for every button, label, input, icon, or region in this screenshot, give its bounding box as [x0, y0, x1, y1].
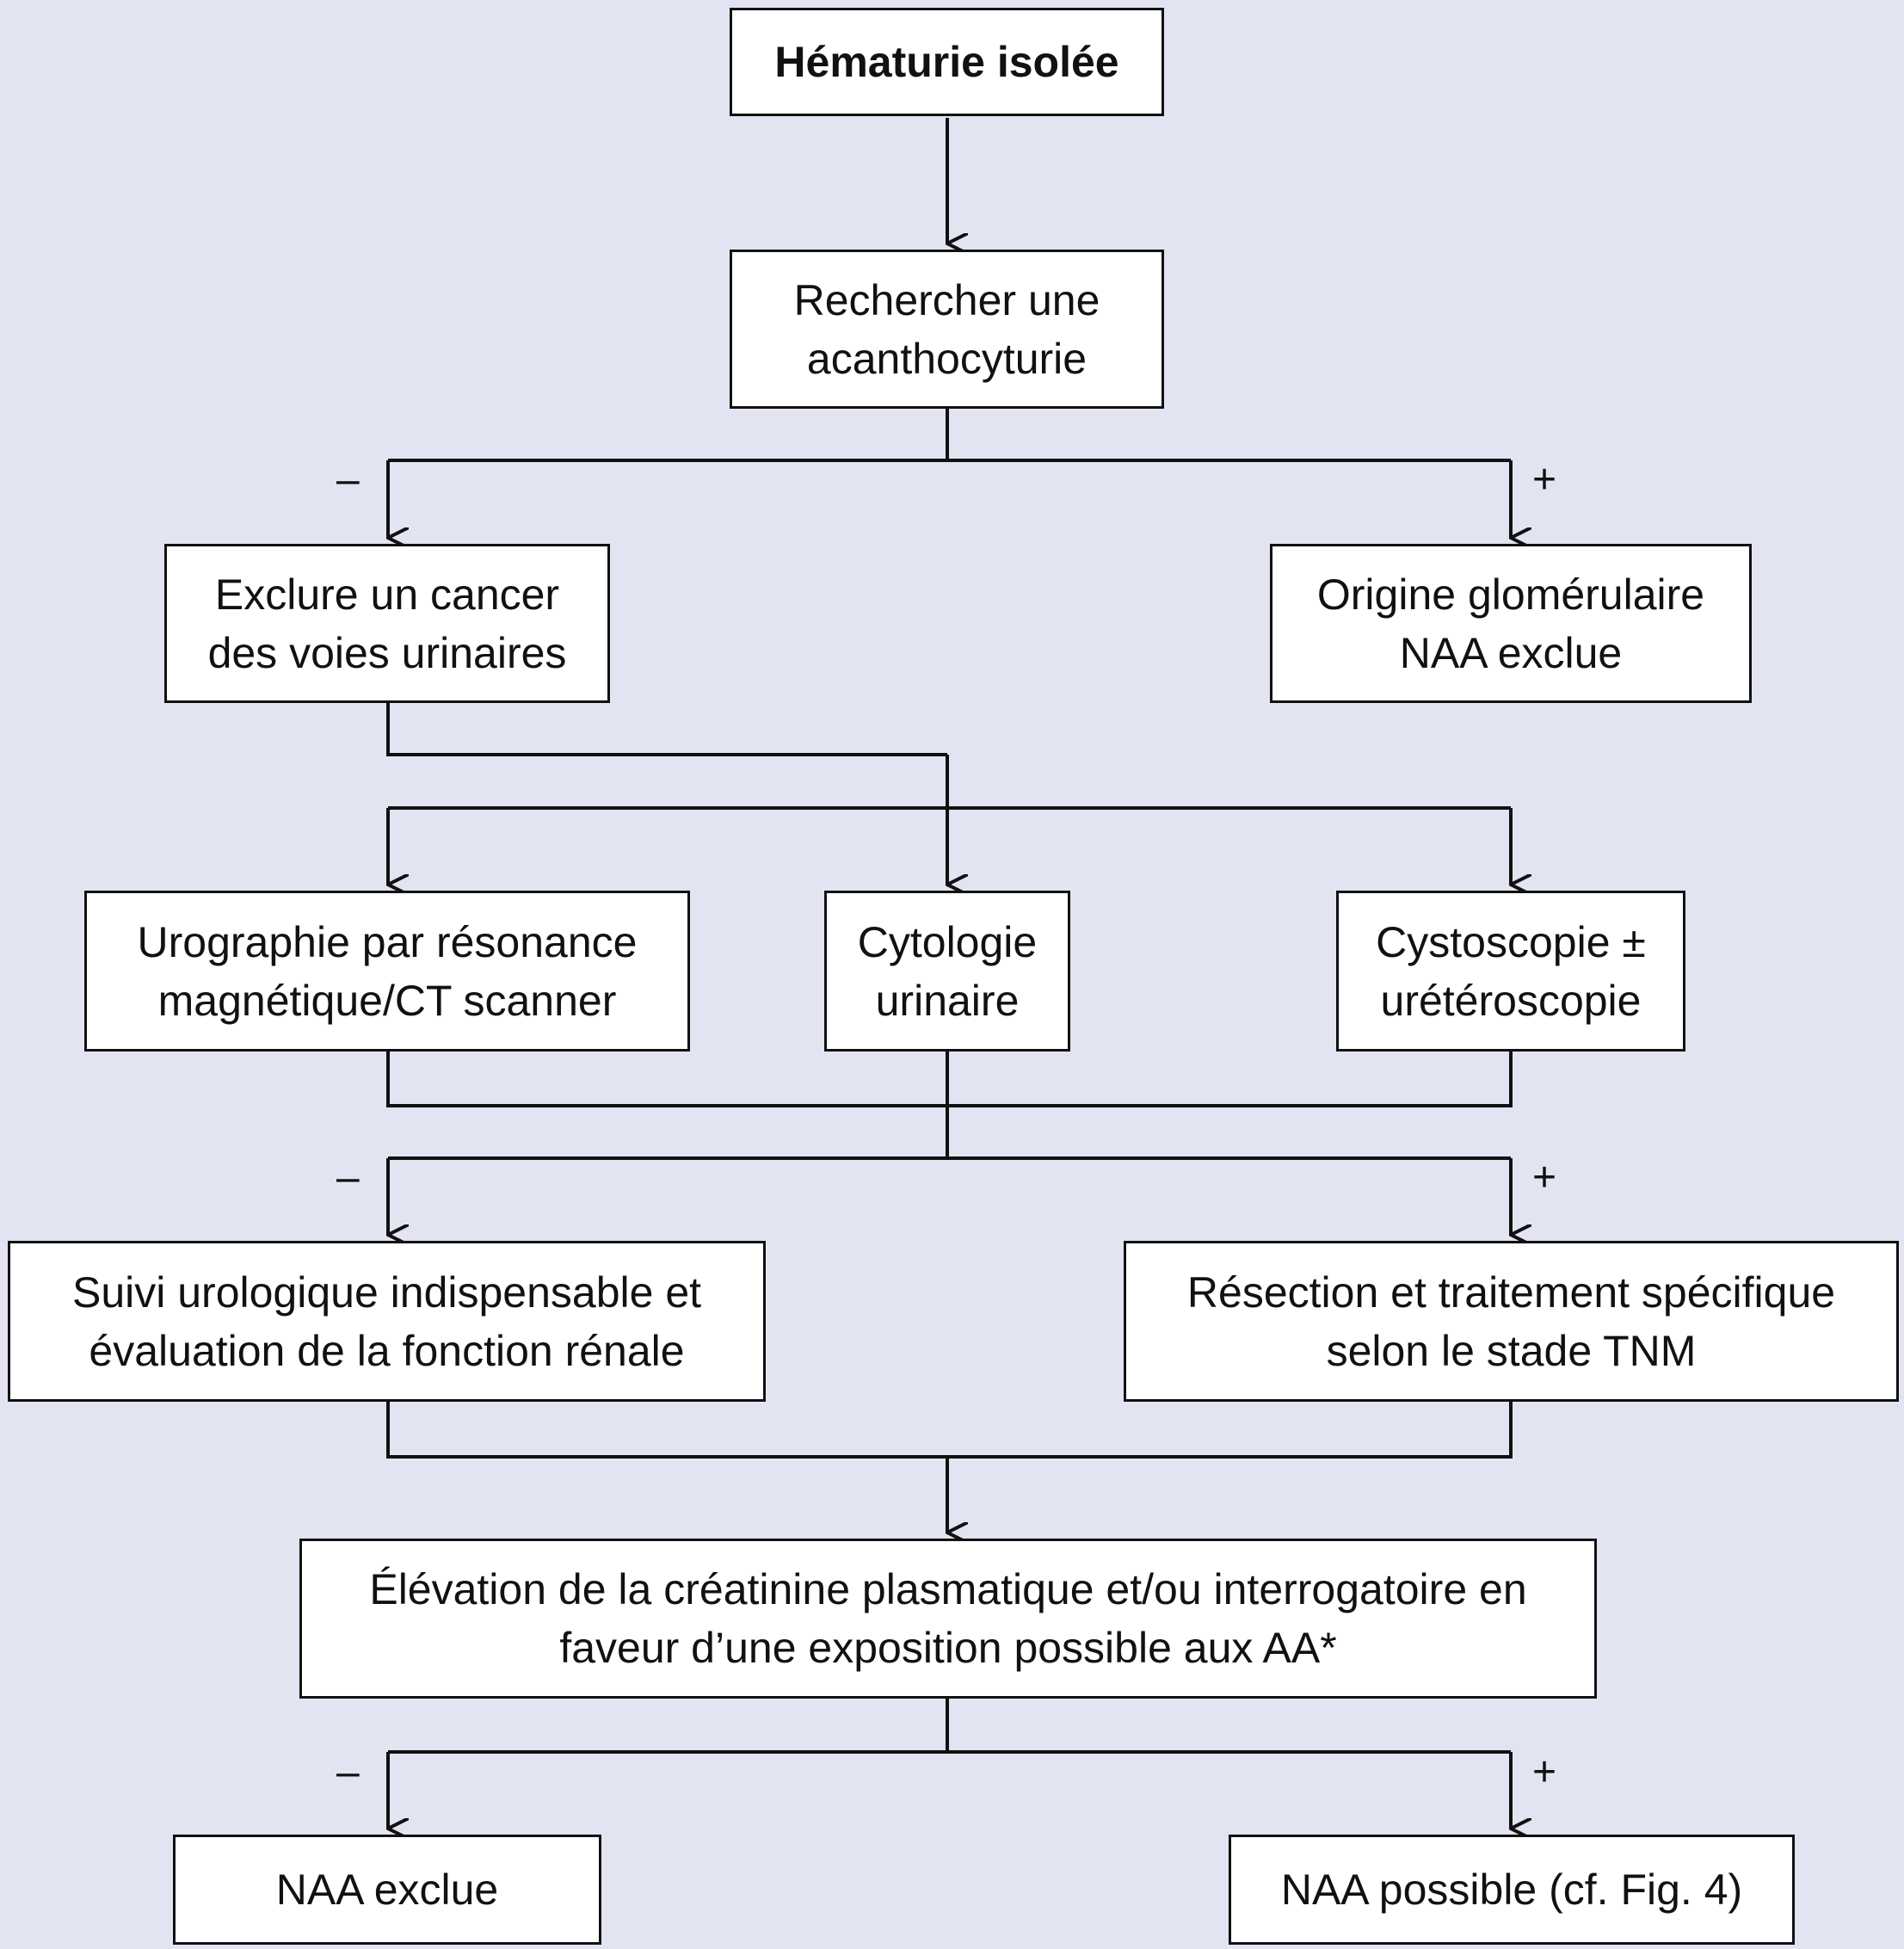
node-origine-glomerulaire: Origine glomérulaire NAA exclue	[1270, 544, 1752, 703]
branch-label-negative-1: –	[336, 457, 360, 503]
node-resection-traitement: Résection et traitement spécifique selon…	[1124, 1241, 1899, 1402]
node-hematurie-isolee: Hématurie isolée	[730, 8, 1164, 116]
node-naa-exclue: NAA exclue	[173, 1835, 601, 1945]
branch-label-positive-2: +	[1532, 1155, 1557, 1200]
node-suivi-urologique: Suivi urologique indispensable et évalua…	[8, 1241, 766, 1402]
connector-exclude-cancer	[386, 703, 947, 756]
node-exclure-cancer: Exclure un cancer des voies urinaires	[164, 544, 610, 703]
branch-label-positive-3: +	[1532, 1749, 1557, 1795]
branch-label-positive-1: +	[1532, 457, 1557, 503]
connector-results-merge	[386, 1402, 1513, 1459]
branch-label-negative-3: –	[336, 1749, 360, 1795]
node-elevation-creatinine: Élévation de la créatinine plasmatique e…	[299, 1539, 1597, 1699]
node-naa-possible: NAA possible (cf. Fig. 4)	[1229, 1835, 1795, 1945]
connector-tests-merge	[386, 1052, 1513, 1107]
branch-label-negative-2: –	[336, 1155, 360, 1200]
node-rechercher-acanthocyturie: Rechercher une acanthocyturie	[730, 250, 1164, 409]
node-cystoscopie: Cystoscopie ± urétéroscopie	[1336, 891, 1685, 1052]
node-urographie: Urographie par résonance magnétique/CT s…	[84, 891, 690, 1052]
node-cytologie-urinaire: Cytologie urinaire	[824, 891, 1070, 1052]
